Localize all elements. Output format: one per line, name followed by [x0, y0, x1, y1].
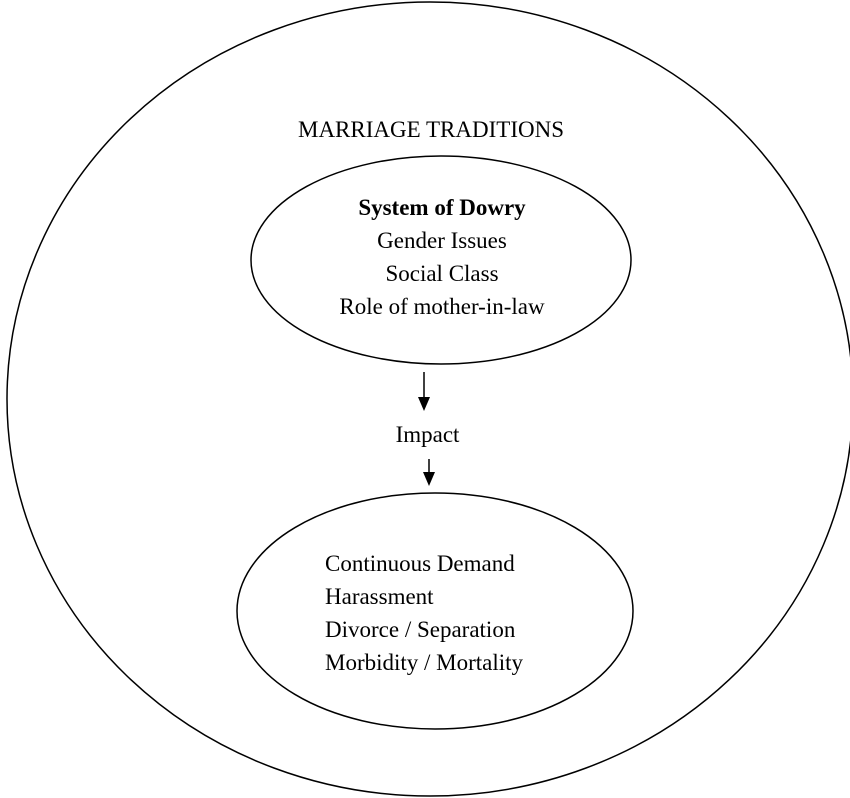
cause-item-mother-in-law: Role of mother-in-law: [339, 294, 545, 319]
effect-item-divorce: Divorce / Separation: [325, 617, 516, 642]
effects-ellipse: [236, 492, 634, 730]
effect-item-harassment: Harassment: [325, 584, 434, 609]
effects-list: Continuous Demand Harassment Divorce / S…: [325, 547, 523, 679]
cause-item-social-class: Social Class: [385, 261, 499, 286]
cause-item-dowry: System of Dowry: [358, 195, 526, 220]
arrow-down-2-head: [423, 472, 435, 486]
effect-item-morbidity: Morbidity / Mortality: [325, 650, 524, 675]
impact-label: Impact: [395, 422, 460, 447]
effect-item-demand: Continuous Demand: [325, 551, 515, 576]
causes-ellipse: [250, 155, 632, 365]
outer-ellipse: [6, 1, 850, 797]
diagram-title: MARRIAGE TRADITIONS: [298, 117, 564, 142]
cause-item-gender: Gender Issues: [377, 228, 507, 253]
causes-list: System of Dowry Gender Issues Social Cla…: [262, 191, 622, 323]
arrow-down-1-head: [418, 397, 430, 411]
